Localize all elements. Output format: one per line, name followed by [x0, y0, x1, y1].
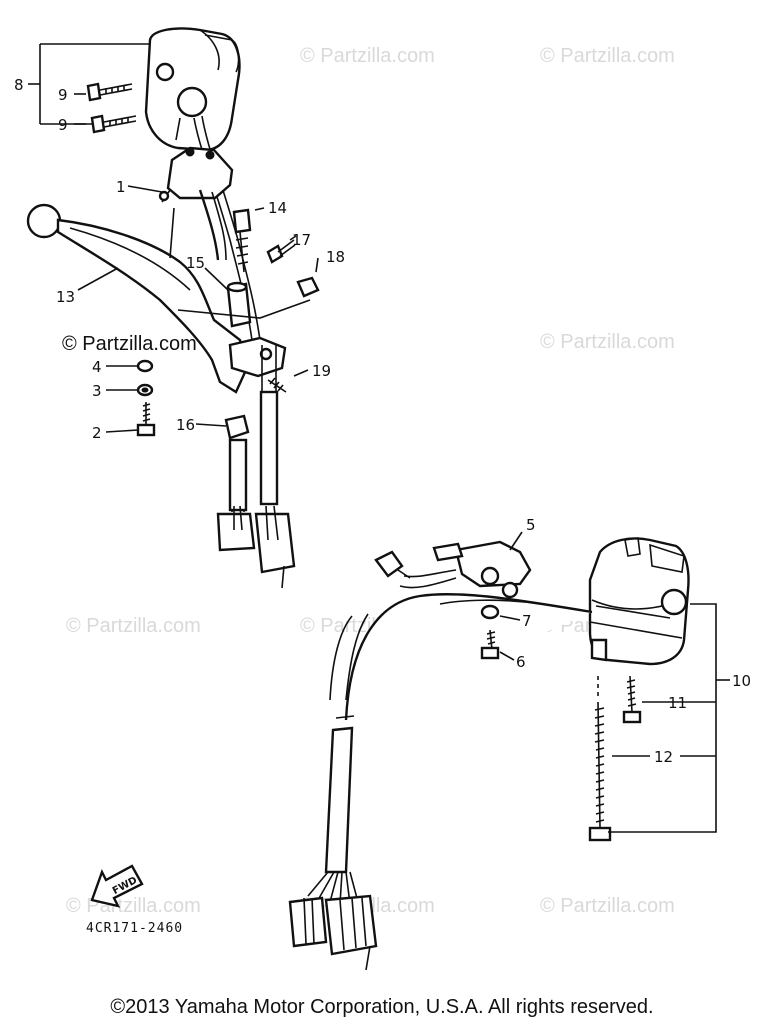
watermark: © Partzilla.com — [66, 615, 201, 637]
callout-12: 12 — [654, 748, 673, 766]
watermark-dark: © Partzilla.com — [62, 333, 197, 355]
watermark: © Partzilla.com — [540, 331, 675, 353]
callout-14: 14 — [268, 199, 287, 217]
watermark: © Partzilla.com — [300, 45, 435, 67]
callout-9: 9 — [58, 116, 68, 134]
callout-15: 15 — [186, 254, 205, 272]
watermarks: © Partzilla.com © Partzilla.com © Partzi… — [66, 45, 675, 917]
callout-1: 1 — [116, 178, 126, 196]
watermark: © Partzilla.com — [66, 895, 201, 917]
callout-8: 8 — [14, 76, 24, 94]
callout-11: 11 — [668, 694, 687, 712]
callout-4: 4 — [92, 358, 102, 376]
left-switch-assembly — [26, 27, 320, 589]
callout-17: 17 — [292, 231, 311, 249]
callout-5: 5 — [526, 516, 536, 534]
diagram-code: 4CR171-2460 — [86, 921, 183, 936]
callout-18: 18 — [326, 248, 345, 266]
callout-9: 9 — [58, 86, 68, 104]
callout-7: 7 — [522, 612, 532, 630]
callout-3: 3 — [92, 382, 102, 400]
copyright-notice: ©2013 Yamaha Motor Corporation, U.S.A. A… — [110, 996, 654, 1018]
watermark: © Partzilla.com — [540, 895, 675, 917]
screws-9 — [86, 82, 137, 134]
right-switch-assembly — [288, 531, 730, 971]
callouts: 8 9 9 1 14 17 15 18 13 4 19 3 16 2 5 7 6… — [14, 76, 751, 766]
callout-6: 6 — [516, 653, 526, 671]
callout-13: 13 — [56, 288, 75, 306]
watermark: © Partzilla.com — [540, 45, 675, 67]
callout-2: 2 — [92, 424, 102, 442]
callout-19: 19 — [312, 362, 331, 380]
callout-16: 16 — [176, 416, 195, 434]
callout-10: 10 — [732, 672, 751, 690]
